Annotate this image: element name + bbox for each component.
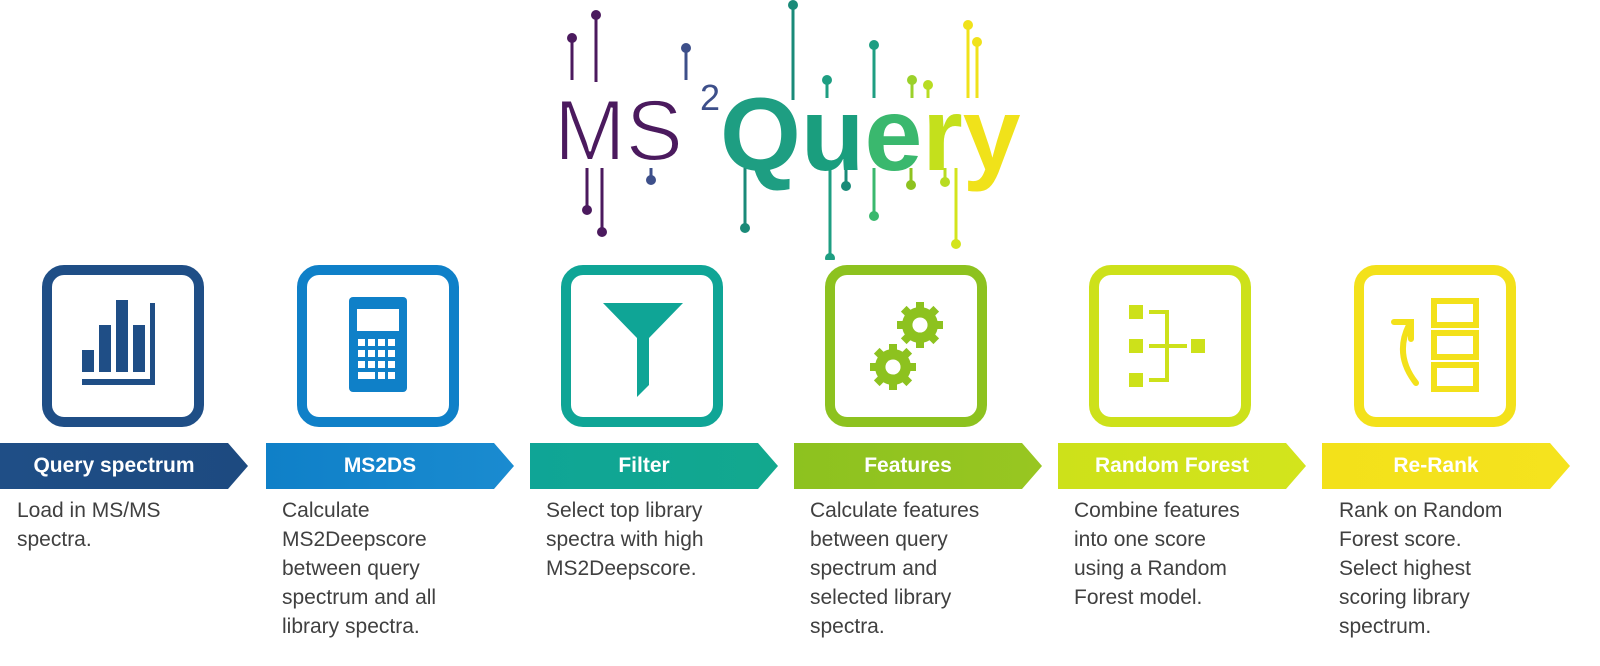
pipeline-step-random-forest: Random Forest Combine features into one … (0, 0, 1306, 666)
banner-arrow-shape (1058, 443, 1306, 489)
logo-letter: r (922, 77, 962, 193)
step-title: Filter (618, 454, 670, 477)
bar-chart-icon (82, 300, 155, 385)
decision-tree-icon (1129, 305, 1205, 387)
logo-pin-dot (822, 75, 832, 85)
logo-pin-dot (597, 227, 607, 237)
step-icon-box (42, 265, 204, 427)
logo-pin-dot (923, 80, 933, 90)
logo-ms-text: MS (554, 83, 683, 179)
step-description: Load in MS/MS spectra. (17, 499, 161, 551)
step-title: Random Forest (1094, 454, 1249, 477)
logo-pin-dot (869, 211, 879, 221)
step-title: Query spectrum (33, 454, 195, 477)
step-icon-box (825, 265, 987, 427)
logo-pin-dot (972, 37, 982, 47)
banner-arrow-shape (530, 443, 778, 489)
logo-letter: e (864, 77, 922, 193)
step-title: MS2DS (343, 454, 417, 477)
logo-pin-dot (567, 33, 577, 43)
logo-pin-dot (940, 177, 950, 187)
banner-arrow-shape (266, 443, 514, 489)
logo-letter: y (963, 77, 1020, 193)
step-description: Rank on Random Forest score. Select high… (1339, 499, 1503, 638)
logo-pin-dot (825, 253, 835, 263)
logo-pin-dot (869, 40, 879, 50)
banner-arrow-shape (1322, 443, 1570, 489)
step-title: Features (864, 454, 952, 477)
logo-pin-dot (681, 43, 691, 53)
gears-icon (870, 302, 943, 390)
logo-graphic: MS 2 Query (553, 0, 1021, 263)
logo-pin-dot (591, 10, 601, 20)
step-description: Calculate features between query spectru… (810, 499, 980, 638)
pipeline-step-ms2ds: MS2DS Calculate MS2Deepscore between que… (0, 0, 514, 666)
logo-pin-dot (740, 223, 750, 233)
step-icon-box (1089, 265, 1251, 427)
logo-pin-dot (788, 0, 798, 10)
filter-funnel-icon (603, 303, 683, 397)
logo-pin-dot (906, 180, 916, 190)
ms2query-logo: MS 2 Query (540, 0, 1021, 263)
calculator-icon (349, 297, 407, 392)
logo-superscript: 2 (700, 77, 720, 118)
step-icon-box (561, 265, 723, 427)
banner-arrow-shape (0, 443, 248, 489)
step-icon-box (297, 265, 459, 427)
rerank-list-icon (1391, 298, 1479, 392)
logo-pin-dot (951, 239, 961, 249)
banner-arrow-shape (794, 443, 1042, 489)
logo-letter: Q (720, 77, 801, 193)
step-description: Combine features into one score using a … (1074, 499, 1240, 609)
step-description: Calculate MS2Deepscore between query spe… (282, 499, 437, 638)
logo-pin-dot (646, 175, 656, 185)
logo-query-text: Query (720, 77, 1020, 193)
step-icon-box (1354, 265, 1516, 427)
logo-pin-dot (841, 181, 851, 191)
logo-pin-dot (907, 75, 917, 85)
logo-letter: u (801, 77, 865, 193)
pipeline-step-query-spectrum: Query spectrum Load in MS/MS spectra. (0, 0, 270, 666)
logo-pin-lines (567, 0, 982, 263)
step-title: Re-Rank (1393, 454, 1479, 477)
step-description: Select top library spectra with high MS2… (546, 499, 704, 580)
logo-pin-dot (963, 20, 973, 30)
pipeline-step-features: Features Calculate features between quer… (0, 0, 1042, 666)
pipeline-step-filter: Filter Select top library spectra with h… (0, 0, 778, 666)
logo-pin-dot (582, 205, 592, 215)
